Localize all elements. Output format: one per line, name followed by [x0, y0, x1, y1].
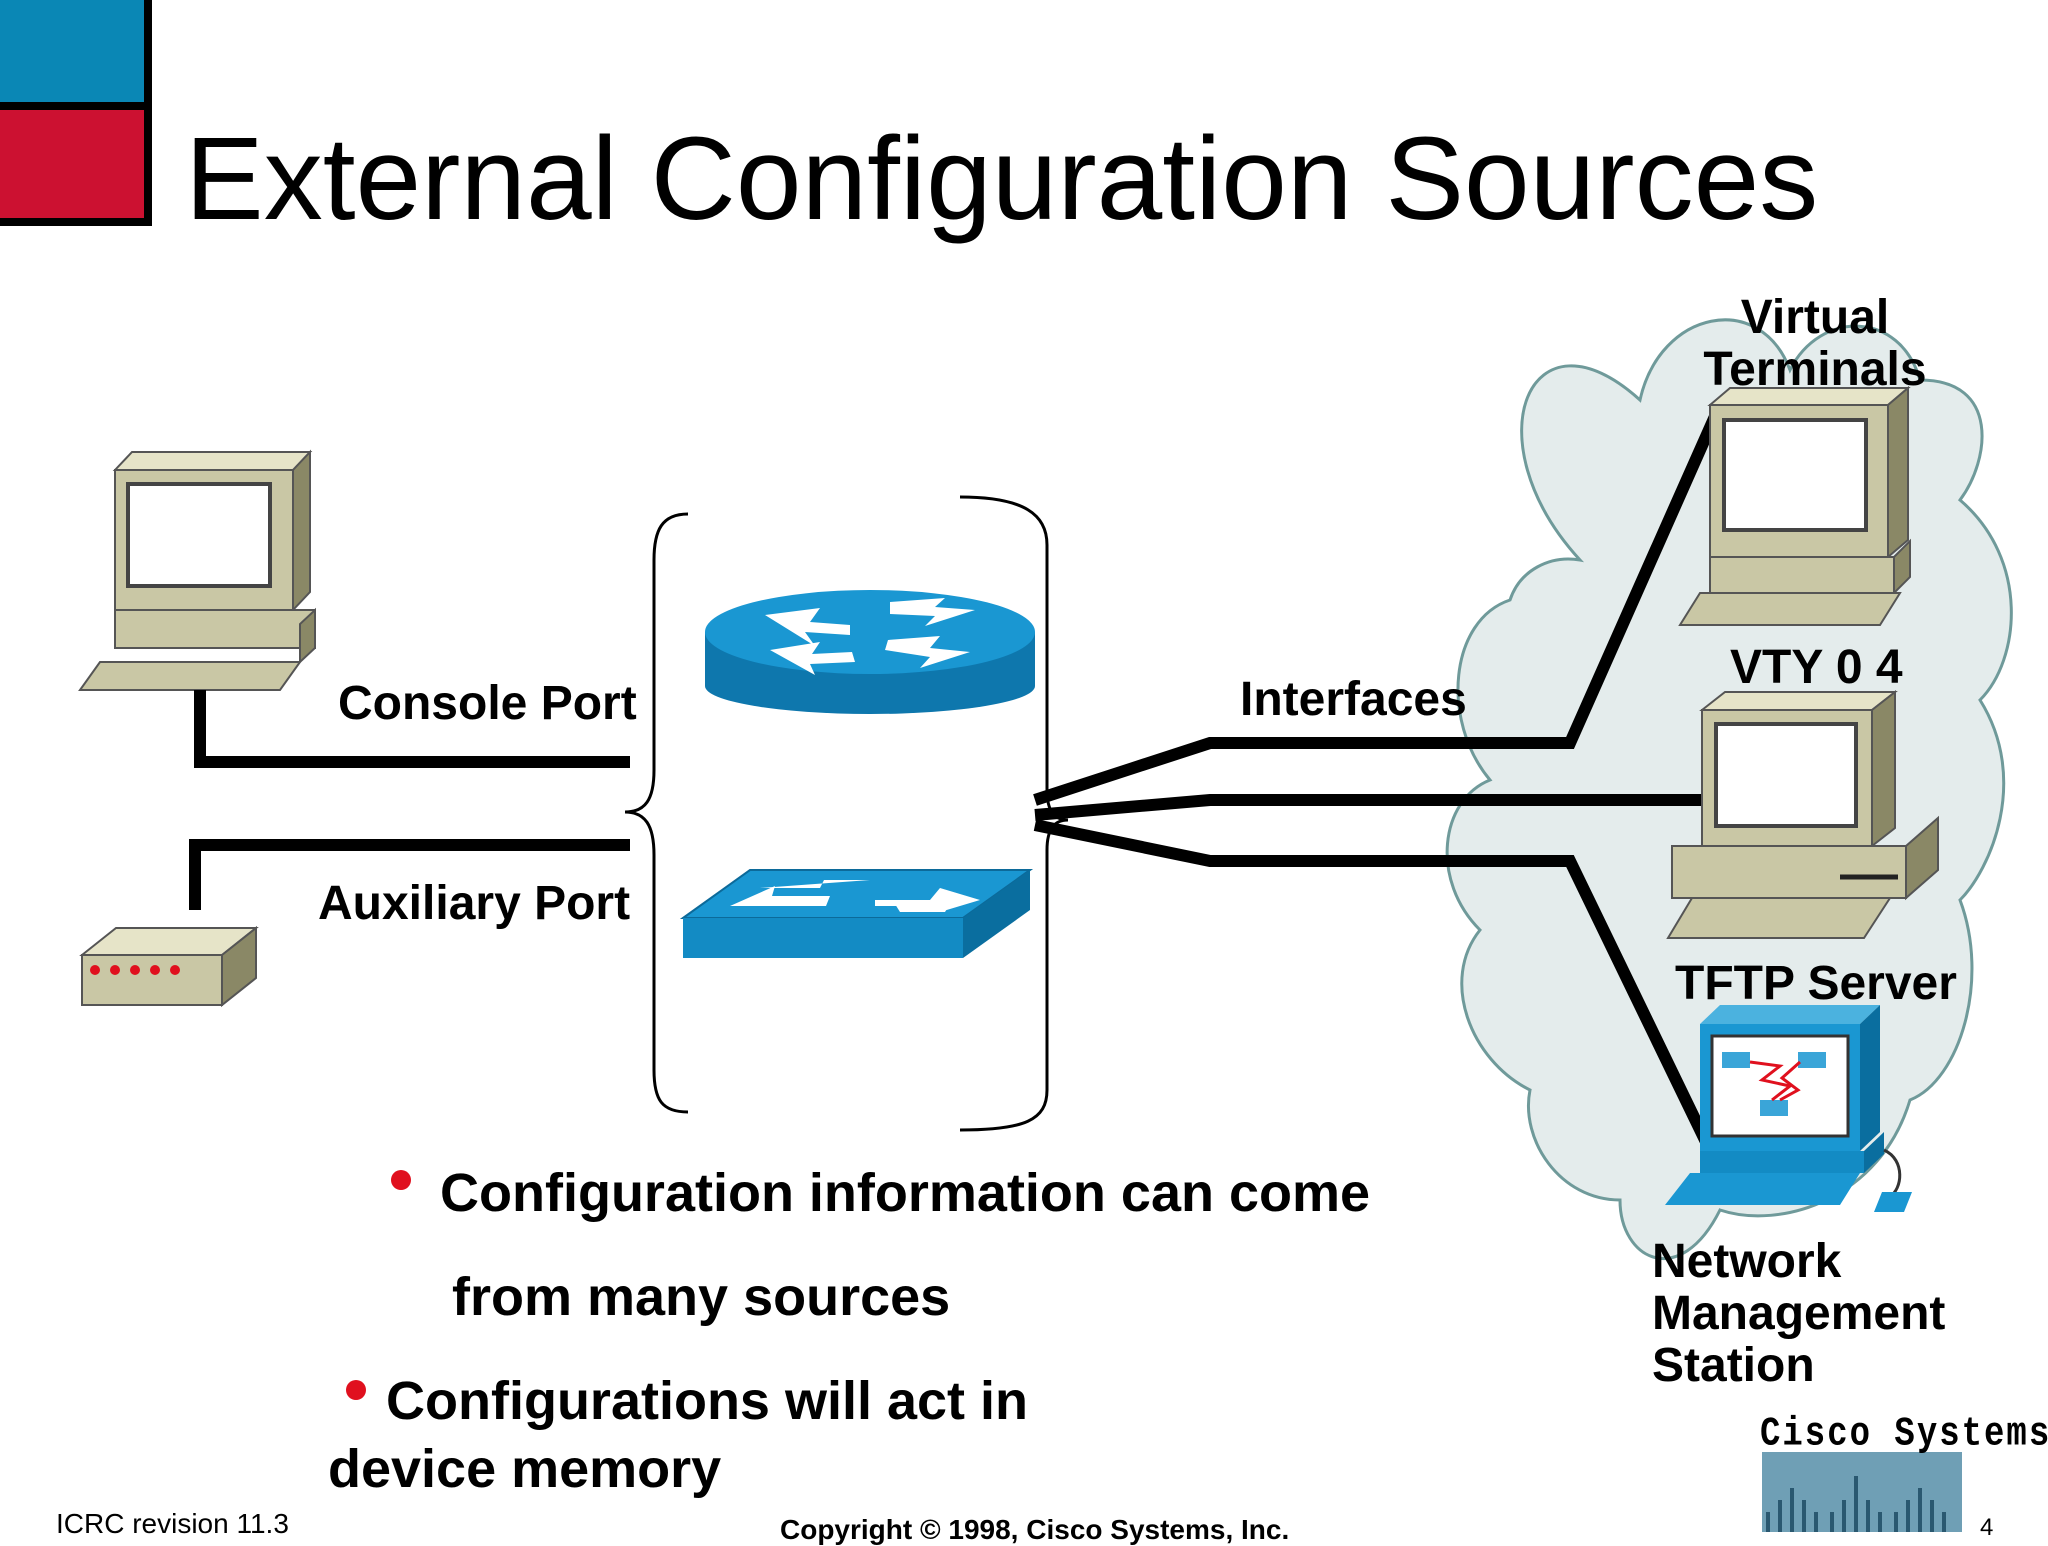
- tftp-server-label: TFTP Server: [1675, 957, 1957, 1010]
- terminal-icon: [1678, 385, 1911, 626]
- virtual-terminals-label-line1: Virtual: [1740, 291, 1890, 344]
- bullet-1-line2: from many sources: [452, 1267, 951, 1327]
- auxiliary-port-label: Auxiliary Port: [318, 877, 631, 930]
- bullet-1-line1: Configuration information can come: [440, 1163, 1371, 1223]
- interfaces-label: Interfaces: [1240, 673, 1467, 726]
- tftp-server-icon: [1666, 689, 1939, 939]
- computer-icon: [78, 449, 316, 691]
- bullet-2-line2: device memory: [328, 1439, 722, 1499]
- nms-label-line3: Station: [1652, 1339, 1815, 1392]
- router-icon: [705, 590, 1035, 714]
- copyright-footer: Copyright © 1998, Cisco Systems, Inc.: [780, 1514, 1290, 1545]
- console-port-label: Console Port: [338, 677, 637, 730]
- cisco-logo-text: Cisco Systems: [1760, 1412, 2048, 1458]
- bullet-2-line1: Configurations will act in: [386, 1371, 1029, 1431]
- nms-label-line2: Management: [1652, 1287, 1946, 1340]
- cisco-logo-icon: [1762, 1452, 1962, 1532]
- page-number: 4: [1980, 1514, 1994, 1541]
- modem-icon: [79, 925, 259, 1008]
- network-management-station-icon: [1665, 1005, 1912, 1212]
- revision-footer: ICRC revision 11.3: [56, 1508, 289, 1539]
- bullet-dot-2: [346, 1380, 366, 1400]
- vty-label: VTY 0 4: [1730, 641, 1903, 694]
- virtual-terminals-label-line2: Terminals: [1703, 343, 1927, 396]
- switch-icon: [679, 869, 1034, 958]
- nms-label-line1: Network: [1652, 1235, 1842, 1288]
- page-title: External Configuration Sources: [185, 113, 1819, 245]
- bullet-dot-1: [391, 1170, 411, 1190]
